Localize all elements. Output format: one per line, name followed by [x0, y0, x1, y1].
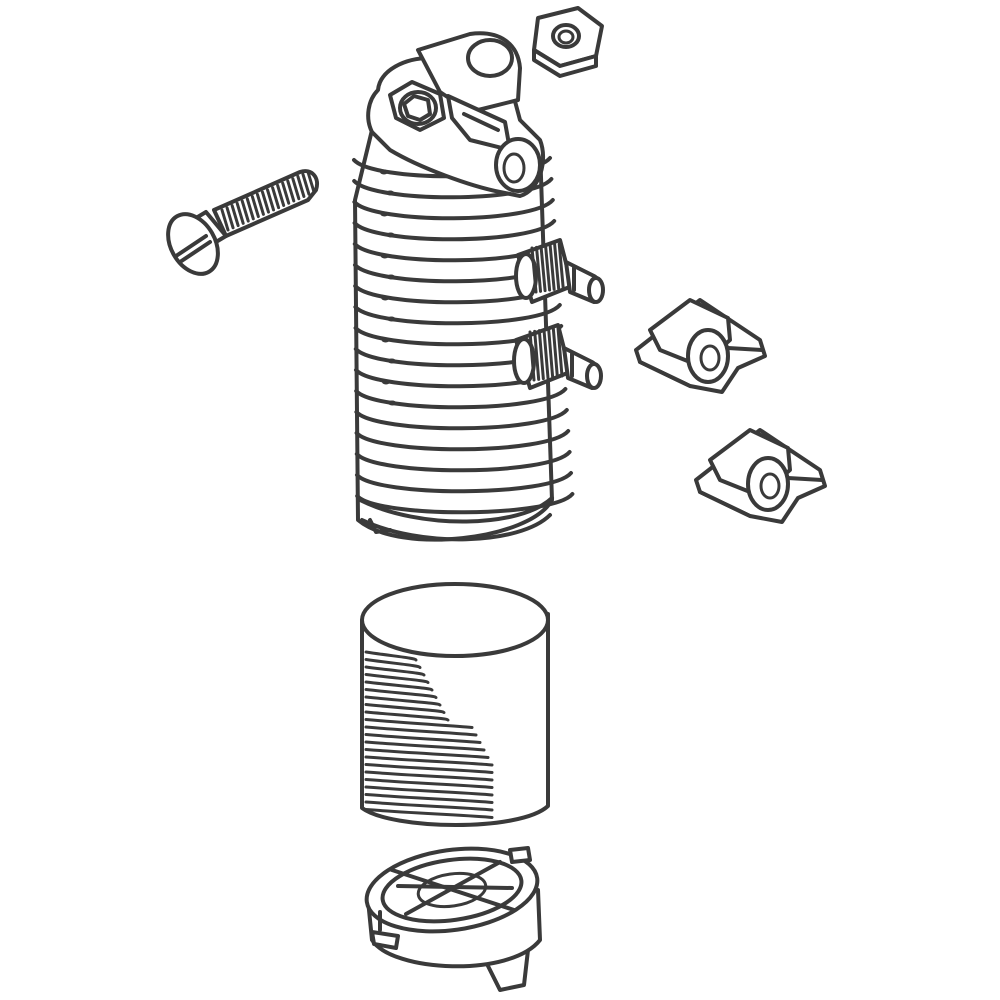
sponge-line — [364, 688, 438, 699]
nozzle-thread-line — [557, 242, 565, 290]
housing-rib — [353, 303, 562, 326]
sponge-line — [364, 763, 494, 774]
nozzle-thread-line — [548, 243, 556, 291]
sponge-line — [364, 793, 494, 804]
sponge-line — [364, 755, 494, 767]
housing-rib — [354, 408, 569, 431]
sponge-line — [364, 658, 422, 669]
screw-thread-line — [230, 204, 240, 228]
housing-rib — [352, 219, 557, 242]
sponge-line — [364, 710, 450, 722]
screw-thread-line — [301, 172, 311, 196]
screw-thread-line — [220, 208, 230, 232]
sponge-line — [364, 680, 434, 692]
sponge-line — [364, 733, 482, 744]
screw-thread-line — [291, 177, 301, 201]
housing-slot — [386, 232, 395, 238]
housing-rib — [354, 429, 571, 452]
screw-thread-line — [271, 186, 281, 210]
hex-nut — [532, 6, 604, 78]
housing-rib — [354, 450, 572, 473]
screw-thread-line — [260, 190, 270, 214]
nozzle-thread-line — [528, 330, 536, 382]
nozzle-thread-line — [544, 244, 552, 292]
screw-thread-line — [255, 192, 265, 216]
sponge-line — [364, 718, 474, 729]
screw-thread-line — [266, 188, 276, 212]
sponge-line — [364, 673, 430, 684]
screw-thread-line — [225, 206, 235, 230]
sponge-line — [364, 785, 494, 797]
housing-rib — [352, 177, 554, 200]
nozzle-thread-line — [537, 329, 545, 381]
screw-thread-line — [235, 201, 245, 225]
nozzle-thread-line — [556, 326, 564, 378]
screw-thread-line — [276, 183, 286, 207]
nozzle-thread-line — [533, 329, 541, 381]
sponge-line — [364, 800, 494, 812]
intake-strainer-cap — [364, 846, 542, 992]
housing-slot — [388, 400, 397, 406]
housing-slot — [387, 316, 396, 322]
sponge-line — [364, 770, 494, 782]
housing-slot — [380, 211, 389, 217]
screw-thread-line — [306, 170, 316, 194]
nozzle-thread-line — [535, 245, 543, 293]
housing-slot — [380, 169, 388, 175]
nozzle-thread-line — [553, 243, 561, 291]
nozzle-thread-line — [547, 327, 555, 379]
sponge-line — [364, 808, 494, 819]
hose-nozzle-upper — [514, 238, 605, 304]
housing-rib — [352, 198, 555, 221]
nozzle-thread-line — [551, 327, 559, 379]
filter-housing-body — [352, 31, 575, 542]
hose-clip-lower — [694, 428, 827, 524]
screw-thread-line — [286, 179, 296, 203]
housing-slot — [387, 274, 395, 280]
sponge-line — [364, 665, 426, 677]
sponge-line — [364, 778, 494, 789]
hose-clip-upper — [634, 298, 767, 394]
nozzle-thread-line — [539, 245, 547, 293]
sponge-line — [364, 748, 490, 759]
screw-thread-line — [250, 195, 260, 219]
sponge-line — [364, 650, 418, 662]
housing-rib — [354, 387, 568, 410]
slotted-screw — [166, 169, 319, 276]
screw-thread-line — [296, 174, 306, 198]
screw-thread-line — [240, 199, 250, 223]
nozzle-thread-line — [542, 328, 550, 380]
sponge-line — [364, 725, 478, 737]
housing-slot — [386, 190, 395, 196]
sponge-line — [364, 740, 486, 752]
housing-slot — [380, 253, 389, 259]
filter-sponge-cartridge — [360, 582, 550, 827]
sponge-line — [364, 703, 446, 714]
nozzle-thread-line — [530, 246, 538, 294]
housing-slot — [387, 358, 396, 364]
housing-rib — [355, 471, 573, 494]
hose-nozzle-lower — [512, 323, 603, 390]
housing-slot — [381, 337, 390, 343]
screw-thread-line — [281, 181, 291, 205]
screw-thread-line — [245, 197, 255, 221]
sponge-line — [364, 695, 442, 707]
housing-slot — [381, 295, 390, 301]
housing-slot — [382, 379, 390, 385]
